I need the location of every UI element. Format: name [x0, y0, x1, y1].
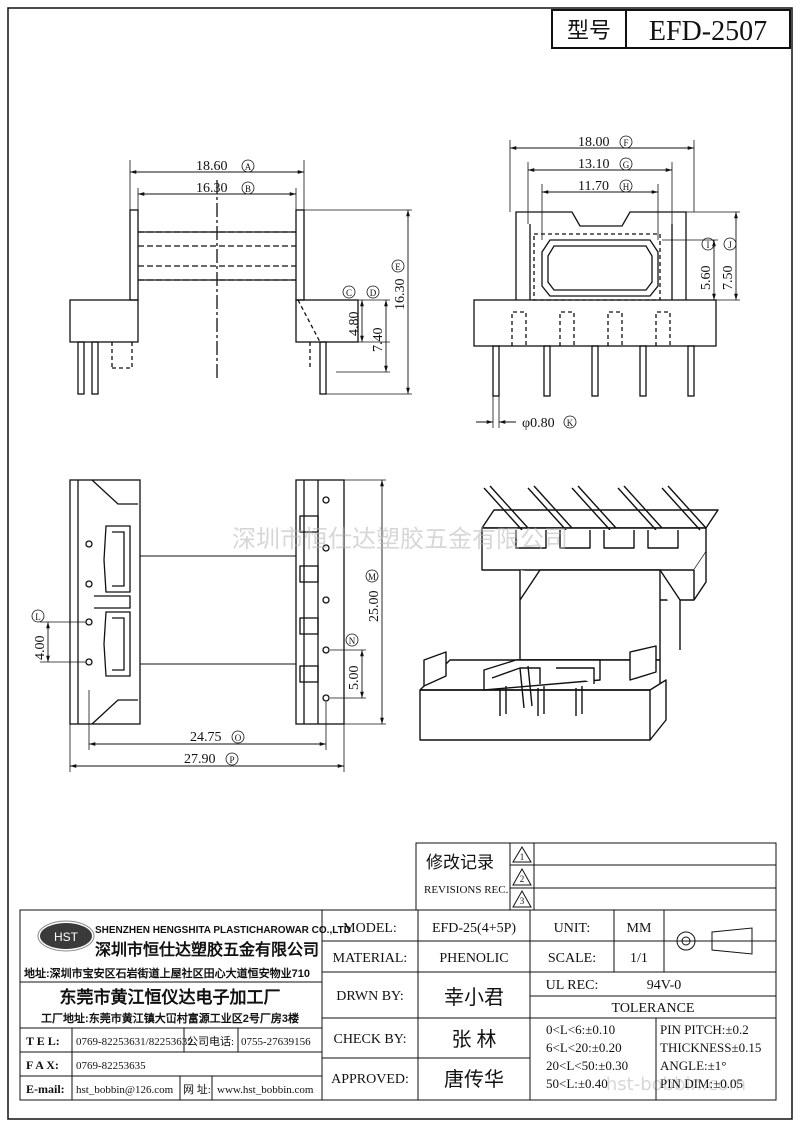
- title-block: 型号 EFD-2507: [551, 9, 791, 49]
- company-logo: HST: [37, 920, 95, 952]
- dim-g-value: 13.10: [578, 157, 610, 172]
- dim-i-tag: I: [707, 240, 710, 250]
- revisions-label-cn: 修改记录: [426, 853, 494, 872]
- logo-text: HST: [54, 930, 79, 944]
- pin-spec-3: ANGLE:±1°: [660, 1058, 727, 1073]
- dim-n-tag: N: [349, 636, 356, 646]
- dim-l-tag: L: [35, 612, 41, 622]
- dim-n-value: 5.00: [347, 666, 362, 691]
- tolerance-2: 6<L<20:±0.20: [546, 1040, 622, 1055]
- dim-p-value: 27.90: [184, 752, 216, 767]
- dim-j-tag: J: [728, 240, 732, 250]
- drawn-value: 幸小君: [444, 986, 504, 1009]
- model-field-label: MODEL:: [343, 921, 397, 936]
- front-view: [69, 160, 412, 395]
- tel-value: 0769-82253631/82253632: [76, 1036, 193, 1048]
- dim-m-tag: M: [368, 572, 376, 582]
- tolerance-4: 50<L:±0.40: [546, 1076, 608, 1091]
- factory-name: 东莞市黄江恒仪达电子加工厂: [60, 987, 281, 1007]
- dim-g-tag: G: [623, 160, 630, 170]
- dim-h-value: 11.70: [578, 179, 609, 194]
- watermark-text: 深圳市恒仕达塑胶五金有限公司: [232, 525, 568, 553]
- tolerance-3: 20<L<50:±0.30: [546, 1058, 628, 1073]
- dim-l-value: 4.00: [33, 636, 48, 661]
- company-phone-value: 0755-27639156: [241, 1036, 311, 1048]
- dim-d-tag: D: [370, 288, 377, 298]
- dim-o-value: 24.75: [190, 730, 222, 745]
- pin-spec-1: PIN PITCH:±0.2: [660, 1022, 749, 1037]
- model-field-value: EFD-25(4+5P): [432, 921, 516, 936]
- revision-mark-2: 2: [520, 874, 525, 884]
- spec-block: MODEL: EFD-25(4+5P) UNIT: MM MATERIAL: P…: [331, 921, 761, 1091]
- factory-address: 工厂地址:东莞市黄江镇大冚村富源工业区2号厂房3楼: [41, 1011, 299, 1025]
- tolerance-label: TOLERANCE: [612, 1001, 695, 1016]
- scale-value: 1/1: [630, 951, 648, 966]
- projection-symbol: [672, 927, 753, 955]
- dim-a-tag: A: [245, 162, 252, 172]
- material-label: MATERIAL:: [333, 951, 408, 966]
- dim-c-value: 4.80: [347, 312, 362, 337]
- front-view-dimensions: 18.60 A 16.30 B C D 4.80 7.40 16.30 E: [196, 159, 408, 352]
- model-label: 型号: [567, 18, 611, 43]
- dim-m-value: 25.00: [367, 591, 382, 623]
- company-address: 地址:深圳市宝安区石岩街道上屋社区田心大道恒安物业710: [24, 966, 310, 980]
- model-value: EFD-2507: [649, 16, 767, 47]
- fax-label: F A X:: [26, 1058, 59, 1072]
- dim-f-value: 18.00: [578, 135, 610, 150]
- revisions-label-en: REVISIONS REC.: [424, 884, 509, 896]
- email-value: hst_bobbin@126.com: [76, 1084, 174, 1096]
- dim-d-value: 7.40: [371, 328, 386, 353]
- dim-j-value: 7.50: [721, 266, 736, 291]
- drawn-label: DRWN BY:: [336, 989, 404, 1004]
- unit-label: UNIT:: [554, 921, 591, 936]
- revisions-labels: 修改记录 REVISIONS REC. 1 2 3: [424, 852, 525, 906]
- check-label: CHECK BY:: [333, 1032, 406, 1047]
- dim-o-tag: O: [235, 733, 242, 743]
- scale-label: SCALE:: [548, 951, 596, 966]
- web-label: 网 址:: [183, 1082, 211, 1096]
- revision-mark-3: 3: [520, 896, 525, 906]
- watermark-url: hst-bobbin.com: [606, 1074, 746, 1095]
- pin-spec-2: THICKNESS±0.15: [660, 1040, 761, 1055]
- tolerance-1: 0<L<6:±0.10: [546, 1022, 615, 1037]
- dim-a-value: 18.60: [196, 159, 228, 174]
- revision-mark-1: 1: [520, 852, 525, 862]
- side-view: [473, 140, 740, 428]
- email-label: E-mail:: [26, 1082, 65, 1096]
- approved-label: APPROVED:: [331, 1072, 409, 1087]
- company-name-cn: 深圳市恒仕达塑胶五金有限公司: [95, 940, 319, 959]
- bottom-view: [40, 479, 386, 772]
- dim-p-tag: P: [229, 755, 234, 765]
- tel-label: T E L:: [26, 1034, 60, 1048]
- material-value: PHENOLIC: [439, 951, 508, 966]
- ul-value: 94V-0: [647, 978, 682, 993]
- isometric-view: [419, 485, 719, 741]
- dim-h-tag: H: [623, 182, 630, 192]
- dim-i-value: 5.60: [699, 266, 714, 291]
- approved-value: 唐传华: [444, 1068, 504, 1091]
- sheet-border: [7, 7, 793, 1120]
- dim-b-tag: B: [245, 184, 251, 194]
- ul-label: UL REC:: [546, 978, 599, 993]
- title-grid: [19, 909, 777, 1101]
- web-value: www.hst_bobbin.com: [217, 1084, 314, 1096]
- bottom-view-dimensions: 25.00 M 5.00 N 4.00 L 24.75 O 27.90 P: [31, 569, 382, 767]
- check-value: 张 林: [452, 1028, 497, 1051]
- dim-k-tag: K: [567, 418, 574, 428]
- dim-k-value: φ0.80: [522, 416, 555, 431]
- fax-value: 0769-82253635: [76, 1060, 146, 1072]
- pin-spec-4: PIN DIM:±0.05: [660, 1076, 743, 1091]
- dim-b-value: 16.30: [196, 181, 228, 196]
- unit-value: MM: [627, 921, 652, 936]
- dim-f-tag: F: [623, 138, 628, 148]
- company-phone-label: 公司电话:: [187, 1035, 234, 1048]
- company-name-en: SHENZHEN HENGSHITA PLASTICHAROWAR CO.,LT…: [95, 925, 351, 936]
- dim-c-tag: C: [346, 288, 352, 298]
- dim-e-tag: E: [395, 262, 401, 272]
- dim-e-value: 16.30: [393, 279, 408, 311]
- company-info: SHENZHEN HENGSHITA PLASTICHAROWAR CO.,LT…: [24, 925, 351, 1096]
- side-view-dimensions: 18.00 F 13.10 G 11.70 H I J 5.60 7.50 φ0…: [522, 135, 737, 431]
